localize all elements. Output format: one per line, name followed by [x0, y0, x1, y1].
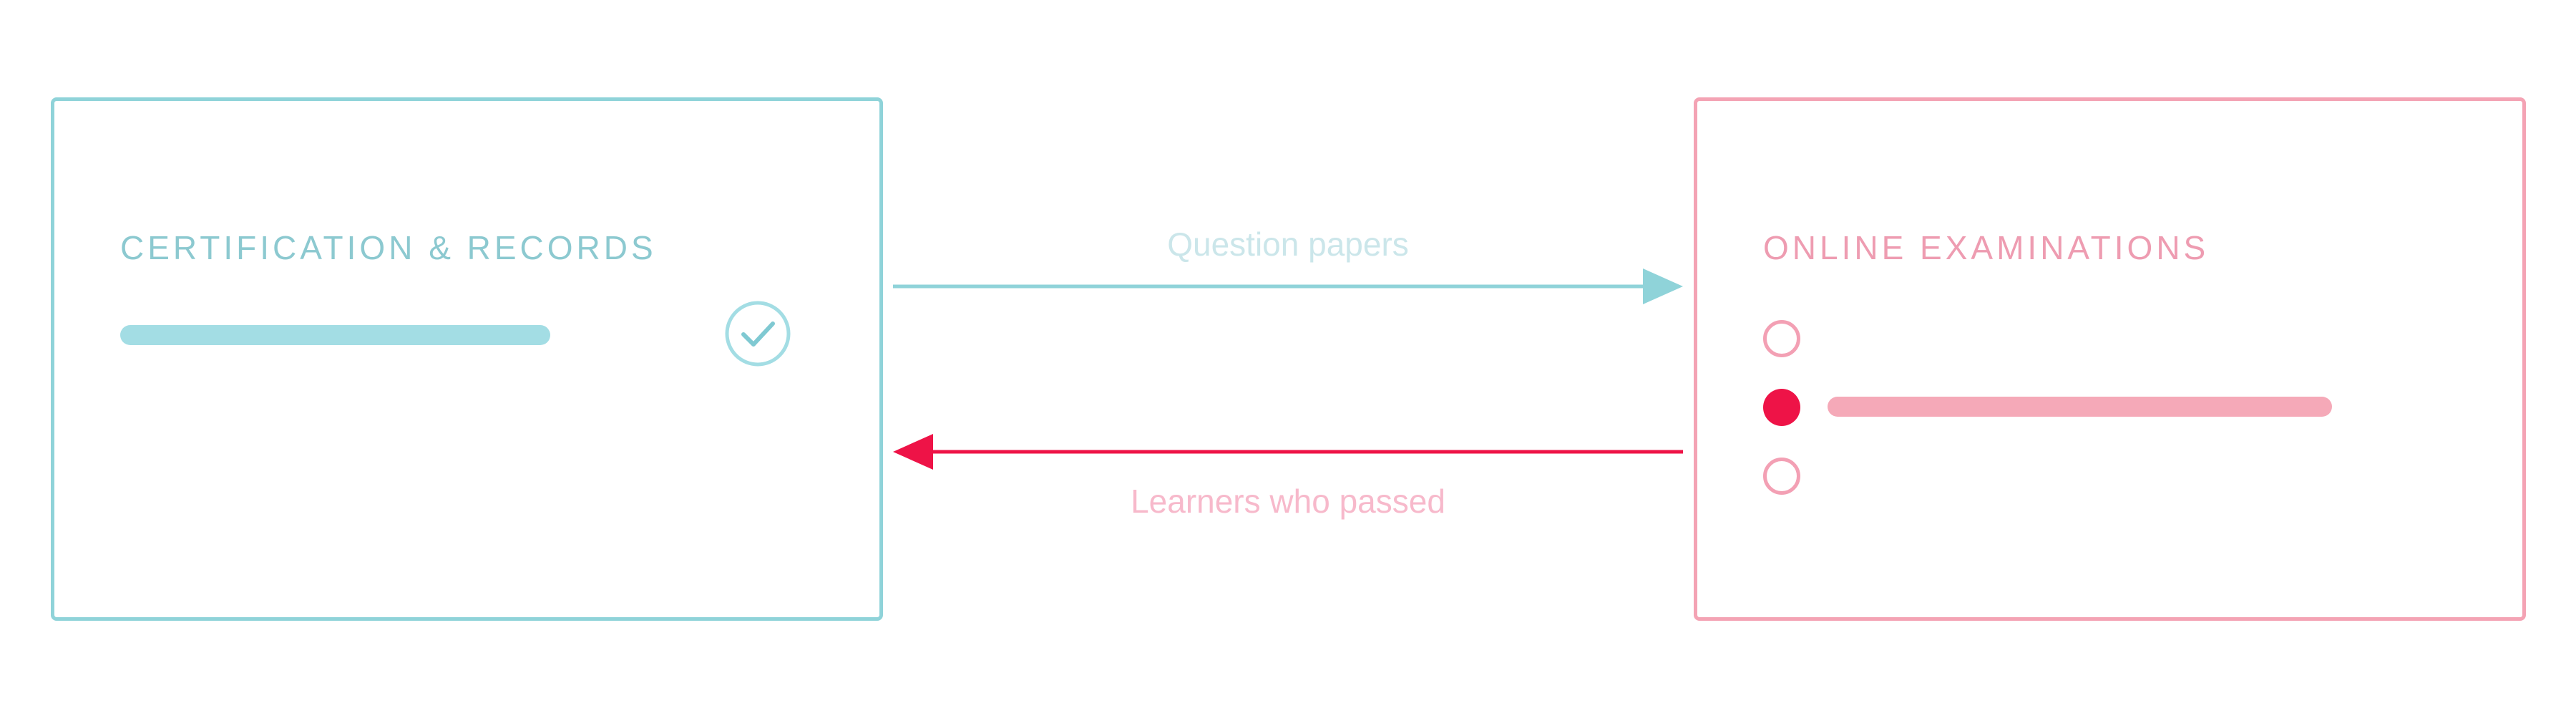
certification-records-panel: CERTIFICATION & RECORDS: [51, 97, 883, 621]
exam-option-radio-3[interactable]: [1763, 458, 1800, 495]
online-examinations-title: ONLINE EXAMINATIONS: [1763, 229, 2210, 266]
record-placeholder-bar: [120, 325, 550, 345]
exam-option-radio-1[interactable]: [1763, 320, 1800, 357]
learners-passed-label: Learners who passed: [1131, 483, 1445, 520]
certification-records-title: CERTIFICATION & RECORDS: [120, 229, 657, 266]
question-papers-label: Question papers: [1167, 226, 1409, 263]
selected-option-bar: [1828, 397, 2332, 417]
exam-option-radio-2-selected[interactable]: [1763, 389, 1800, 426]
check-circle-icon: [725, 301, 791, 367]
online-examinations-panel: ONLINE EXAMINATIONS: [1694, 97, 2526, 621]
question-papers-arrow: [893, 268, 1683, 304]
learners-passed-arrow: [893, 434, 1683, 470]
